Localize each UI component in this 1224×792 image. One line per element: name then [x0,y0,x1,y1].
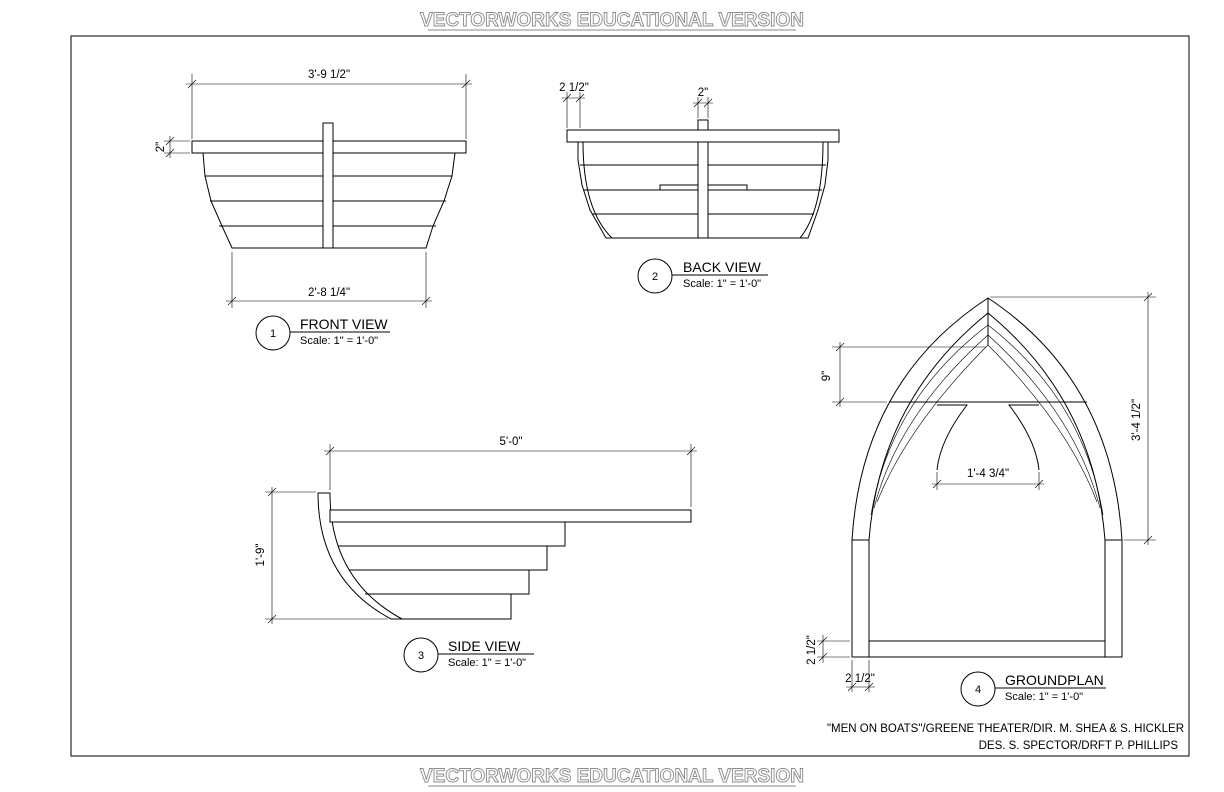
view-number-circle [403,637,439,673]
front-rim-label: 2" [155,142,167,152]
watermark-top: VECTORWORKS EDUCATIONAL VERSION [420,10,805,32]
title-block: "MEN ON BOATS"/GREENE THEATER/DIR. M. SH… [827,723,1184,752]
view-scale: Scale: 1" = 1'-0" [683,278,761,290]
back-post-width-label: 2" [698,87,708,99]
view-number-circle [637,258,673,294]
side-length-label: 5'-0" [500,436,523,448]
plan-length-label: 3'-4 1/2" [1131,399,1143,441]
side-view-label: 3 SIDE VIEW Scale: 1" = 1'-0" [403,637,534,673]
side-height-label: 1'-9" [255,544,267,567]
view-number-circle [255,315,291,351]
sheet-border [70,35,1190,757]
view-number: 1 [270,328,276,340]
view-title: GROUNDPLAN [1005,672,1104,688]
view-title: BACK VIEW [683,259,762,275]
title-block-line-2: DES. S. SPECTOR/DRFT P. PHILLIPS [979,740,1179,752]
watermark-bottom-text: VECTORWORKS EDUCATIONAL VERSION [420,766,804,787]
back-view-drawing [562,92,840,239]
title-block-line-1: "MEN ON BOATS"/GREENE THEATER/DIR. M. SH… [827,723,1184,735]
groundplan-drawing [817,292,1156,692]
front-view-label: 1 FRONT VIEW Scale: 1" = 1'-0" [255,315,390,351]
view-title: SIDE VIEW [448,638,521,654]
watermark-top-text: VECTORWORKS EDUCATIONAL VERSION [420,10,804,31]
view-scale: Scale: 1" = 1'-0" [1005,691,1083,703]
plan-inner-width-label: 1'-4 3/4" [967,468,1009,480]
front-view-drawing [164,74,472,308]
back-left-width-label: 2 1/2" [559,82,589,94]
view-scale: Scale: 1" = 1'-0" [448,657,526,669]
watermark-bottom: VECTORWORKS EDUCATIONAL VERSION [420,766,805,788]
view-number: 3 [418,650,424,662]
plan-bow-label: 9" [821,371,833,381]
back-view-label: 2 BACK VIEW Scale: 1" = 1'-0" [637,258,768,294]
front-bottom-width-label: 2'-8 1/4" [308,287,350,299]
front-top-width-label: 3'-9 1/2" [308,69,350,81]
groundplan-label: 4 GROUNDPLAN Scale: 1" = 1'-0" [960,671,1106,707]
view-number: 2 [652,271,658,283]
plan-wall-horizontal-label: 2 1/2" [845,673,875,685]
view-title: FRONT VIEW [300,316,388,332]
view-scale: Scale: 1" = 1'-0" [300,335,378,347]
view-number: 4 [975,684,981,696]
side-view-drawing [265,444,697,624]
plan-wall-vertical-label: 2 1/2" [806,635,818,665]
view-number-circle [960,671,996,707]
